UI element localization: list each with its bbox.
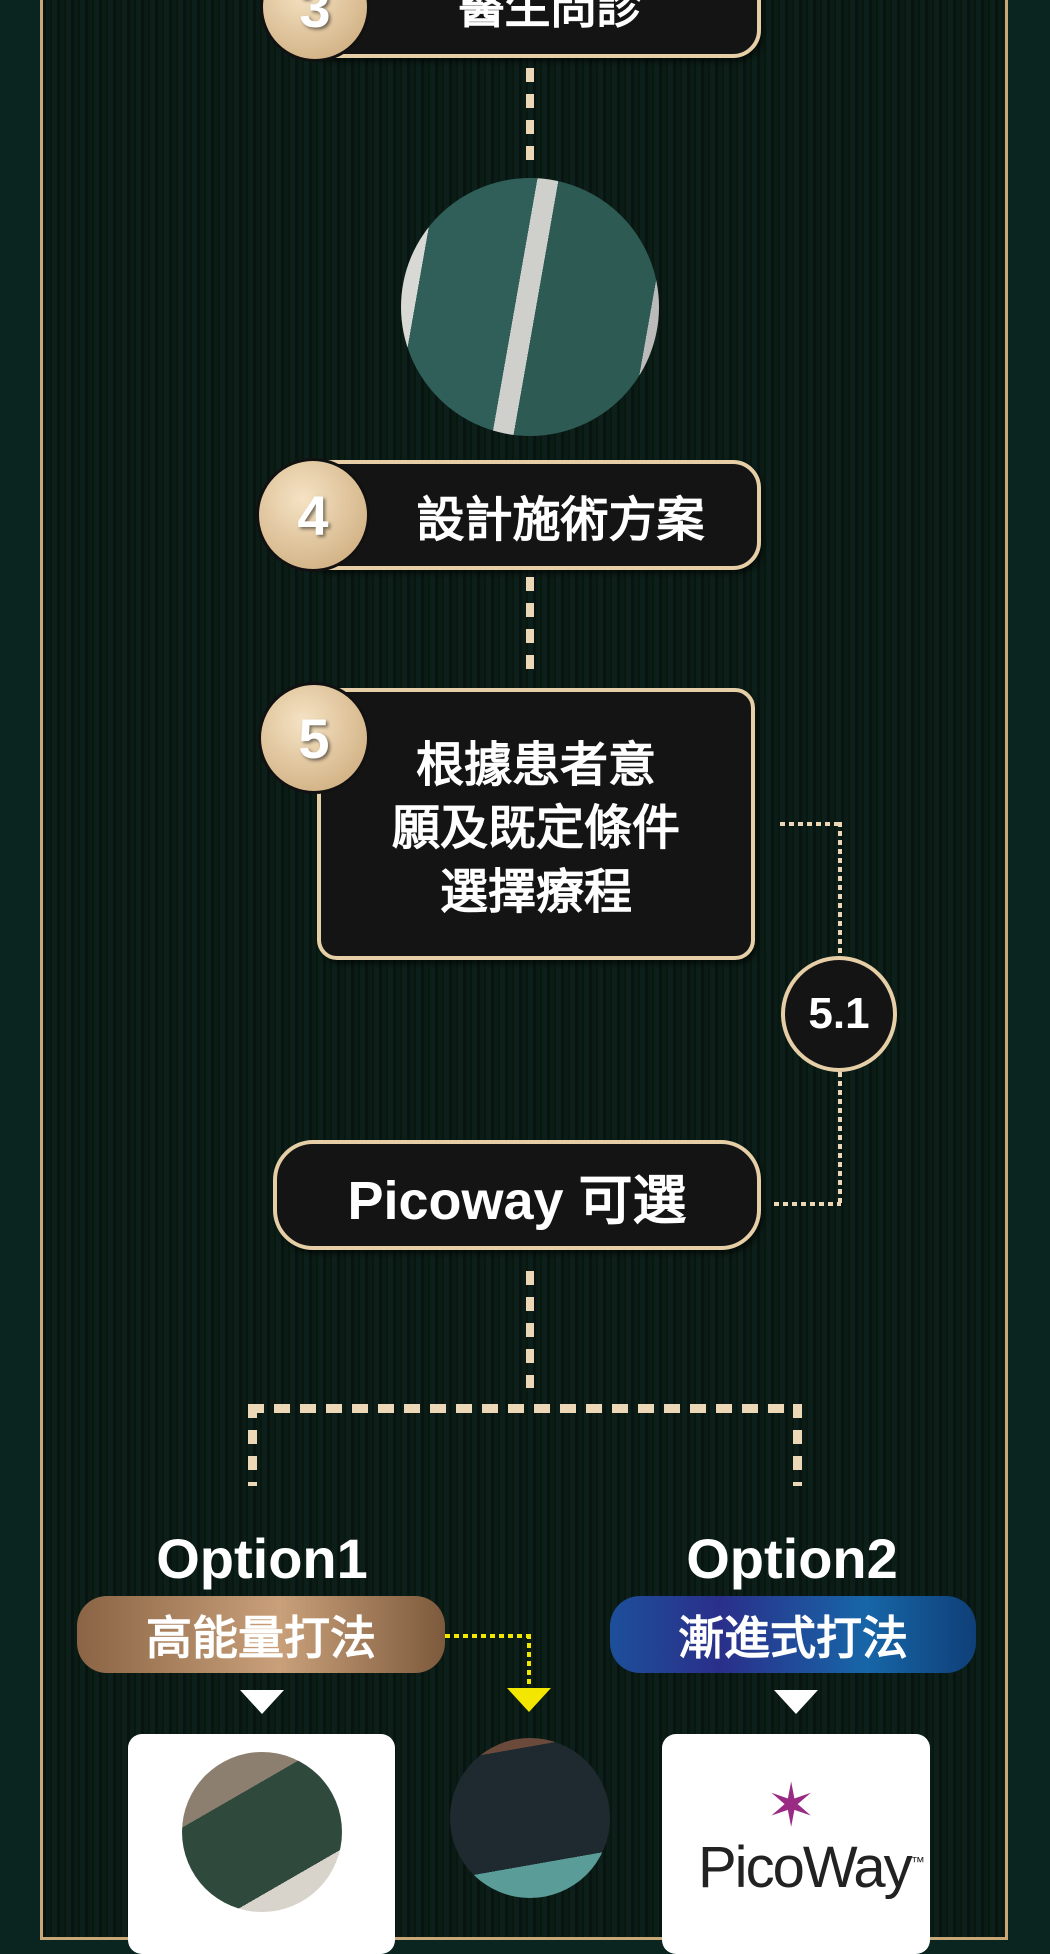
connector-dotted <box>526 1271 534 1388</box>
option-1-method-tag: 高能量打法 <box>77 1596 445 1673</box>
option-2-card: ✶ PicoWay™ <box>662 1734 930 1954</box>
step-4-number: 4 <box>256 458 370 572</box>
step-4-label: 設計施術方案 <box>416 494 705 547</box>
option-1-method: 高能量打法 <box>146 1611 376 1664</box>
branch-left <box>248 1404 257 1486</box>
connector-dotted <box>774 1202 841 1206</box>
substep-number: 5.1 <box>808 989 870 1038</box>
arrow-down-icon <box>240 1690 284 1714</box>
connector-dotted <box>838 1072 842 1205</box>
yellow-connector-v <box>527 1634 531 1688</box>
connector-dotted <box>838 822 842 957</box>
picoway-logo: PicoWay™ <box>698 1834 925 1901</box>
step-4-pill: 設計施術方案 <box>300 460 761 570</box>
yellow-arrow-down-icon <box>507 1688 551 1712</box>
step-3-pill: 醫生問診 <box>300 0 761 58</box>
step-5-label: 根據患者意 願及既定條件 選擇療程 <box>391 738 680 919</box>
doctor-consultation-photo <box>401 178 659 436</box>
option-1-card <box>128 1734 395 1954</box>
step-5-number: 5 <box>258 682 370 794</box>
connector-dotted <box>780 822 841 826</box>
option-2-method: 漸進式打法 <box>678 1611 908 1664</box>
connector-dotted <box>526 577 534 675</box>
branch-right <box>793 1404 802 1486</box>
picoway-logo-text: PicoWay <box>698 1835 913 1900</box>
picoway-star-icon: ✶ <box>766 1772 817 1839</box>
substep-number-circle: 5.1 <box>781 956 897 1072</box>
step-5-box: 根據患者意 願及既定條件 選擇療程 <box>317 688 755 960</box>
picoway-optional-label: Picoway 可選 <box>347 1170 687 1231</box>
picoway-optional-pill: Picoway 可選 <box>273 1140 761 1250</box>
branch-connector <box>248 1404 802 1413</box>
nurse-photo <box>450 1738 610 1898</box>
arrow-down-icon <box>774 1690 818 1714</box>
option-1-title: Option1 <box>156 1527 368 1590</box>
option-2-method-tag: 漸進式打法 <box>610 1596 976 1673</box>
yellow-connector-h <box>445 1634 530 1638</box>
option-2-title: Option2 <box>686 1527 898 1590</box>
step-3-label: 醫生問診 <box>458 0 643 33</box>
connector-dotted <box>526 68 534 160</box>
trademark: ™ <box>910 1853 925 1870</box>
treatment-photo <box>182 1752 342 1912</box>
